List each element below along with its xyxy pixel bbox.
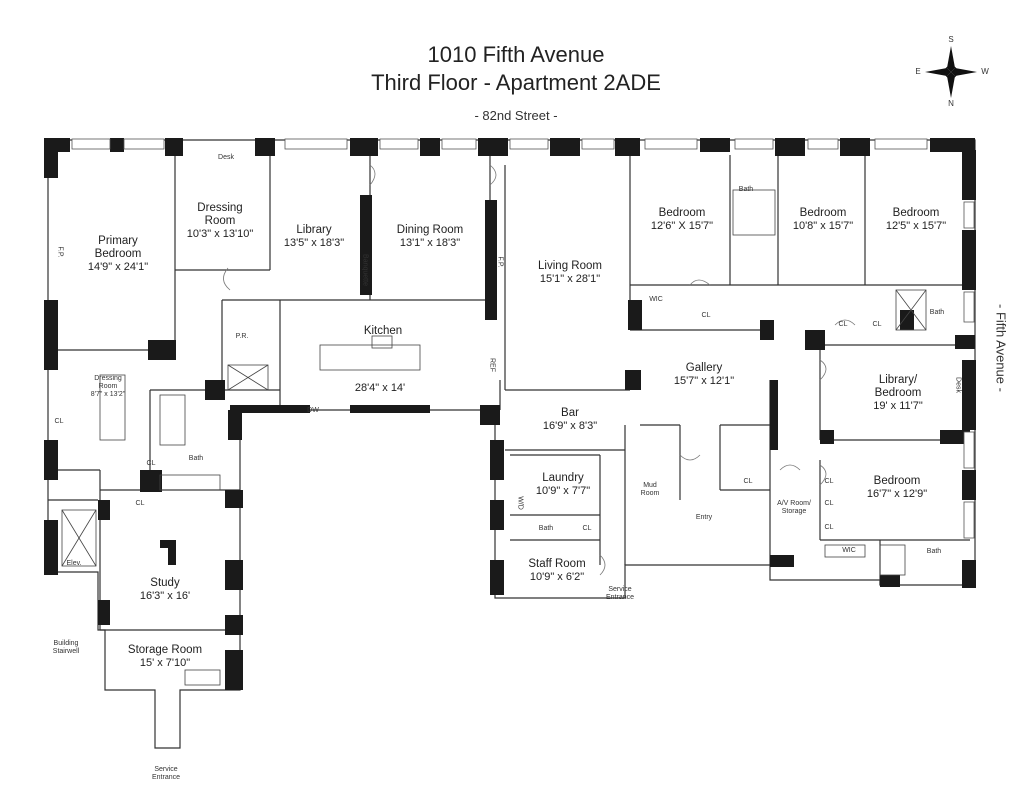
label-bath-top: Bath — [738, 186, 754, 193]
room-study: Study 16'3" x 16' — [139, 577, 191, 602]
room-living-room: Living Room 15'1" x 28'1" — [538, 260, 602, 285]
label-desk-right: Desk — [954, 377, 962, 393]
plan-unit-title: Third Floor - Apartment 2ADE — [371, 70, 661, 95]
label-dw: DW — [307, 407, 319, 414]
label-elev: Elev. — [66, 560, 82, 567]
label-cl-entry: CL — [743, 478, 753, 485]
room-dressing-room-2: Dressing Room 8'7" x 13'2" — [90, 375, 126, 398]
room-bedroom-1: Bedroom 12'6" X 15'7" — [650, 207, 714, 232]
label-bath-bottom-right: Bath — [926, 548, 942, 555]
compass-s-label: S — [948, 35, 954, 44]
label-bath-right: Bath — [929, 309, 945, 316]
room-bedroom-4: Bedroom 16'7" x 12'9" — [866, 475, 928, 500]
label-cl-av1: CL — [824, 478, 834, 485]
compass-w-label: W — [981, 67, 989, 76]
label-entry: Entry — [695, 514, 713, 521]
room-library: Library 13'5" x 18'3" — [283, 224, 345, 249]
label-service-entrance-mid: Service Entrance — [605, 586, 635, 601]
label-cl-c: CL — [872, 321, 882, 328]
label-cl-left: CL — [54, 418, 64, 425]
room-bedroom-3: Bedroom 12'5" x 15'7" — [885, 207, 947, 232]
label-cl-staff: CL — [582, 525, 592, 532]
room-dressing-room: Dressing Room 10'3" x 13'10" — [186, 202, 254, 240]
label-service-entrance-bottom: Service Entrance — [151, 766, 181, 781]
label-banquette: Banquette — [361, 254, 369, 286]
label-cl-b: CL — [838, 321, 848, 328]
street-label-top: - 82nd Street - — [474, 108, 558, 123]
label-fp-living: F.P. — [496, 256, 504, 268]
room-primary-bedroom: Primary Bedroom 14'9" x 24'1" — [87, 235, 149, 273]
label-wd: W/D — [516, 496, 524, 510]
label-cl-study: CL — [135, 500, 145, 507]
label-building-stairwell: Building Stairwell — [52, 640, 80, 655]
room-bedroom-2: Bedroom 10'8" x 15'7" — [792, 207, 854, 232]
label-cl-a: CL — [701, 312, 711, 319]
label-bath-left: Bath — [188, 455, 204, 462]
room-kitchen: Kitchen — [363, 325, 403, 337]
room-storage-room: Storage Room 15' x 7'10" — [127, 644, 203, 669]
room-gallery: Gallery 15'7" x 12'1" — [673, 362, 735, 387]
compass-n-label: N — [948, 99, 954, 108]
plan-building-title: 1010 Fifth Avenue — [427, 42, 605, 67]
label-cl-bath: CL — [146, 460, 156, 467]
label-cl-av2: CL — [824, 500, 834, 507]
room-kitchen-dim: 28'4" x 14' — [354, 382, 406, 394]
label-wic-1: WIC — [649, 296, 663, 303]
label-bath-staff: Bath — [538, 525, 554, 532]
label-mud-room: Mud Room — [640, 482, 660, 497]
label-ref: REF — [488, 358, 496, 372]
compass-e-label: E — [915, 67, 921, 76]
compass-rose — [925, 46, 977, 98]
room-staff-room: Staff Room 10'9" x 6'2" — [528, 558, 586, 583]
label-desk-top: Desk — [218, 154, 234, 161]
label-pr: P.R. — [235, 333, 249, 340]
room-dining-room: Dining Room 13'1" x 18'3" — [396, 224, 464, 249]
label-wic-2: WIC — [842, 547, 856, 554]
label-fp-left: F.P. — [56, 246, 64, 258]
room-library-bedroom: Library/ Bedroom 19' x 11'7" — [873, 374, 923, 412]
label-cl-av3: CL — [824, 524, 834, 531]
room-laundry: Laundry 10'9" x 7'7" — [535, 472, 591, 497]
room-bar: Bar 16'9" x 8'3" — [542, 407, 598, 432]
label-av-room: A/V Room/ Storage — [777, 500, 811, 515]
